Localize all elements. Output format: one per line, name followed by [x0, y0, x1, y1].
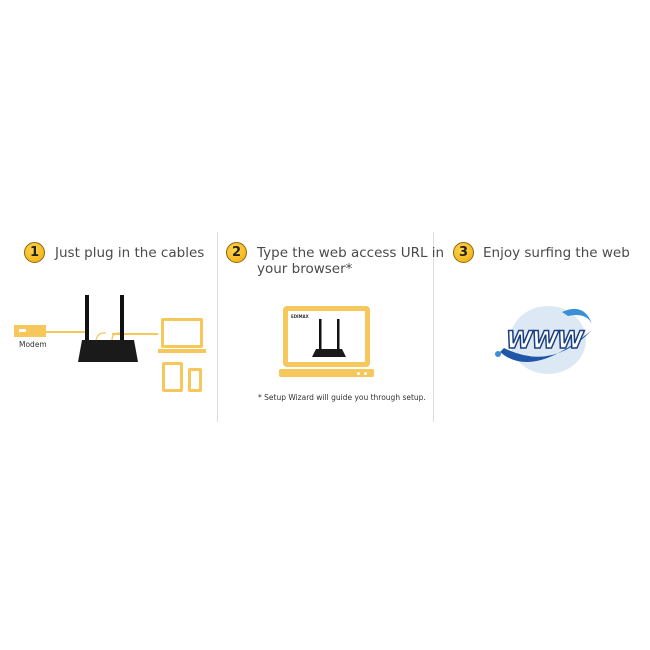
step-1-title: Just plug in the cables	[55, 245, 205, 261]
step-2-badge: 2	[226, 242, 247, 263]
cable-modem-router	[46, 331, 86, 333]
router-icon	[78, 295, 138, 362]
www-logo: WWW	[492, 302, 598, 378]
modem-icon	[14, 325, 46, 337]
step-1-badge: 1	[24, 242, 45, 263]
cable-router-laptop	[112, 333, 158, 335]
step-3-title: Enjoy surfing the web	[483, 245, 630, 261]
step-2-title-line1: Type the web access URL in	[257, 245, 445, 261]
phone-icon	[188, 368, 202, 392]
step-2-title-line2: your browser*	[257, 261, 353, 277]
screen-logo: EDIMAX	[291, 314, 309, 319]
modem-label: Modem	[19, 340, 47, 349]
www-text: WWW	[505, 325, 584, 355]
laptop-icon	[158, 318, 206, 354]
setup-footnote: * Setup Wizard will guide you through se…	[258, 393, 426, 402]
browser-laptop-icon: EDIMAX	[279, 306, 374, 378]
divider-2	[433, 232, 434, 422]
step-3-badge: 3	[453, 242, 474, 263]
tablet-icon	[162, 362, 183, 392]
divider-1	[217, 232, 218, 422]
